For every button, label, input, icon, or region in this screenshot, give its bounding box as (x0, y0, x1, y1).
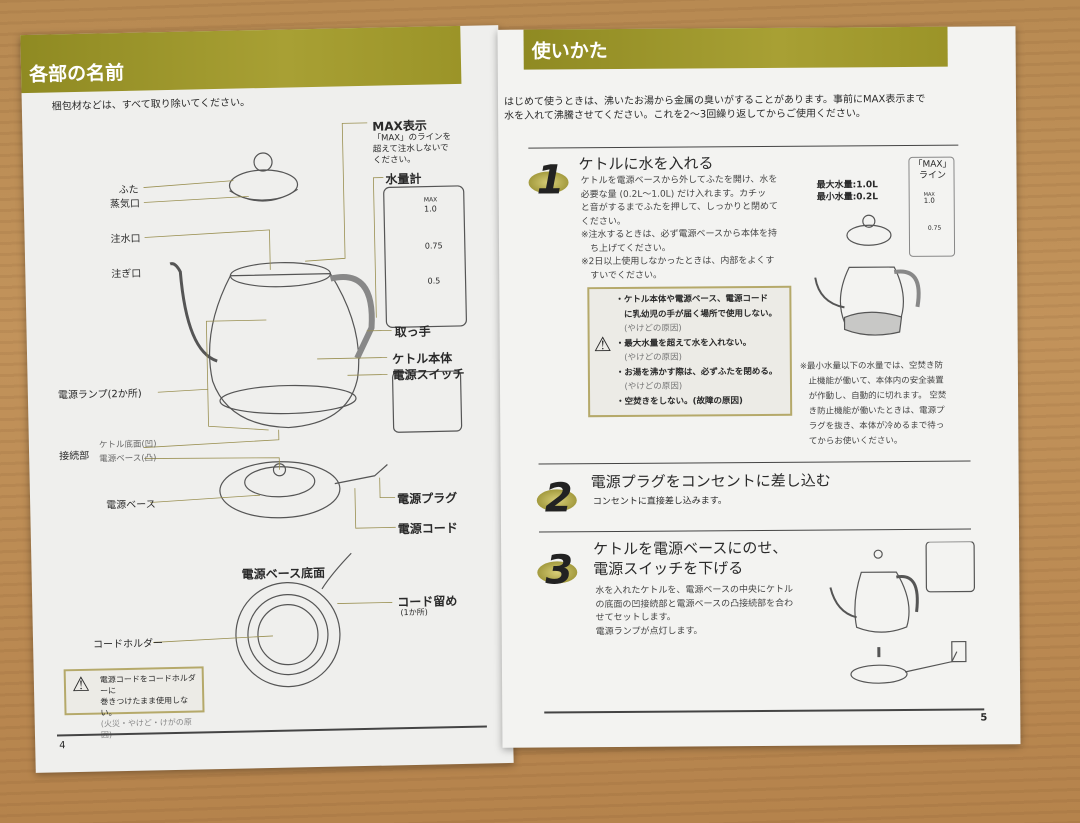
label-power-base: 電源ベース (106, 499, 156, 512)
switch-inset (391, 370, 463, 433)
note-line: てからお使いください。 (800, 436, 903, 447)
min-capacity: 最小水量:0.2L (816, 192, 878, 203)
power-base-drawing (219, 461, 341, 519)
kettle-parts-diagram (143, 122, 467, 688)
label-gauge: 水量計 (385, 171, 422, 187)
capacity-text: 最大水量:1.0L 最小水量:0.2L (817, 179, 878, 203)
gauge-mark: 0.5 (427, 276, 441, 286)
body-line: 電源ランプが点灯します。 (595, 625, 703, 637)
warning-line: (やけどの原因) (615, 381, 683, 392)
max-capacity: 最大水量:1.0L (816, 180, 878, 191)
gauge-mark: 0.75 (424, 241, 443, 251)
label-base-bottom: 電源ベース底面 (241, 565, 326, 582)
warning-line: 巻きつけたまま使用しない。 (100, 695, 189, 718)
body-line: すいでください。 (581, 270, 662, 281)
warning-line: 電源コードをコードホルダーに (99, 673, 196, 696)
max-note-line: ください。 (372, 154, 416, 166)
step-3-body: 水を入れたケトルを、電源ベースの中央にケトル の底面の凹接続部と電源ベースの凸接… (595, 584, 793, 639)
warning-icon: ⚠ (593, 332, 612, 357)
title-line: ケトルを電源ベースにのせ、 (593, 538, 788, 559)
label-steam-vent: 蒸気口 (109, 198, 141, 211)
warning-line: ・お湯を沸かす際は、必ずふたを閉める。 (615, 366, 778, 378)
page-number: 4 (59, 740, 66, 752)
divider (528, 144, 959, 149)
warning-line: ・空焚きをしない。(故障の原因) (616, 395, 743, 407)
body-line: 必要な量 (0.2L〜1.0L) だけ入れます。カチッ (580, 188, 767, 200)
section-header-band: 使いかた (523, 26, 948, 70)
page-title: 使いかた (531, 40, 608, 63)
label-fill-opening: 注水口 (110, 233, 141, 246)
body-line: ※2日以上使用しなかったときは、内部をよくす (581, 255, 775, 268)
step-number-2: 2 (544, 475, 573, 522)
gauge-mark: 1.0 (923, 196, 935, 205)
note-line: が作動し、自動的に切れます。 空焚 (800, 390, 947, 402)
intro-text: はじめて使うときは、沸いたお湯から金属の臭いがすることがあります。事前にMAX表… (504, 93, 926, 124)
intro-line: 水を入れて沸騰させてください。これを2〜3回繰り返してからご使用ください。 (504, 108, 866, 122)
lid-drawing (228, 169, 299, 201)
warning-line: に乳幼児の手が届く場所で使用しない。 (615, 308, 778, 320)
safety-warning-box: ⚠ ・ケトル本体や電源ベース、電源コード に乳幼児の手が届く場所で使用しない。 … (587, 285, 793, 418)
body-line: せてセットします。 (595, 612, 676, 624)
step-number-3: 3 (545, 547, 574, 594)
label-power-plug: 電源プラグ (396, 491, 458, 507)
label-handle: 取っ手 (394, 324, 431, 340)
water-gauge-inset (383, 185, 467, 328)
right-page: 使いかた はじめて使うときは、沸いたお湯から金属の臭いがすることがあります。事前… (497, 26, 1021, 748)
body-line: 水を入れたケトルを、電源ベースの中央にケトル (595, 584, 794, 597)
base-bottom-drawing (235, 582, 341, 688)
max-line-label: ライン (918, 170, 947, 181)
cord-warning-box: ⚠ 電源コードをコードホルダーに 巻きつけたまま使用しない。 (火災・やけど・け… (63, 666, 205, 740)
kettle-body-drawing (208, 273, 360, 429)
warning-line: ・最大水量を超えて水を入れない。 (615, 337, 752, 349)
label-power-lamp: 電源ランプ(2か所) (57, 388, 142, 402)
divider (539, 528, 972, 533)
lid-knob (253, 152, 273, 172)
body-line: ※注水するときは、必ず電源ベースから本体を持 (580, 228, 778, 241)
step-number-1: 1 (536, 157, 565, 204)
step-1-title: ケトルに水を入れる (578, 154, 714, 174)
warning-icon: ⚠ (71, 671, 91, 697)
body-line: の底面の凹接続部と電源ベースの凸接続部を合わ (595, 598, 794, 610)
gauge-mark: 1.0 (423, 204, 437, 214)
label-spout: 注ぎ口 (111, 268, 142, 281)
page-number: 5 (980, 712, 988, 724)
body-line: ください。 (580, 216, 626, 227)
note-line: 止機能が働いて、本体内の安全装置 (799, 375, 944, 387)
label-connector-base: 電源ベース(凸) (99, 453, 157, 465)
gauge-mark: MAX (423, 196, 438, 204)
warning-line: (火災・やけど・けがの原因) (100, 717, 192, 740)
label-cord-holder: コードホルダー (93, 638, 164, 651)
body-line: ケトルを電源ベースから外してふたを開け、水を (580, 174, 778, 187)
title-line: 電源スイッチを下げる (593, 559, 744, 579)
step-3-title: ケトルを電源ベースにのせ、 電源スイッチを下げる (593, 538, 788, 579)
label-max-note: 「MAX」のラインを 超えて注水しないで ください。 (372, 132, 451, 167)
divider (538, 460, 971, 465)
label-cord-clip-note: (1か所) (400, 607, 428, 618)
max-note-line: 超えて注水しないで (372, 143, 449, 155)
warning-line: (やけどの原因) (615, 352, 682, 363)
note-line: ラグを抜き、本体が冷めるまで待っ (800, 420, 945, 432)
warning-line: ・ケトル本体や電源ベース、電源コード (615, 293, 768, 306)
max-line-label: 「MAX」 (913, 159, 952, 170)
label-connector-kettle: ケトル底面(凹) (98, 439, 157, 451)
left-page: 各部の名前 梱包材などは、すべて取り除いてください。 MAX表示 「MAX」のラ… (20, 25, 514, 773)
warning-line: (やけどの原因) (615, 323, 682, 334)
kettle-fill-illustration (814, 214, 921, 336)
note-line: ※最小水量以下の水量では、空焚き防 (799, 360, 944, 372)
step-1-body: ケトルを電源ベースから外してふたを開け、水を 必要な量 (0.2L〜1.0L) … (581, 174, 779, 283)
label-power-cord: 電源コード (397, 521, 458, 537)
step-2-title: 電源プラグをコンセントに差し込む (590, 471, 831, 492)
body-line: と音がするまでふたを押して、しっかりと閉めて (580, 201, 779, 214)
min-water-note: ※最小水量以下の水量では、空焚き防 止機能が働いて、本体内の安全装置 が作動し、… (800, 359, 947, 450)
note-line: き防止機能が働いたときは、電源プ (800, 405, 945, 417)
label-power-switch: 電源スイッチ (392, 366, 465, 383)
footer-rule (544, 708, 985, 714)
kettle-on-base-illustration (829, 541, 976, 684)
label-connector: 接続部 (59, 450, 90, 463)
body-line: ち上げてください。 (580, 243, 671, 254)
step-2-body: コンセントに直接差し込みます。 (592, 496, 727, 508)
